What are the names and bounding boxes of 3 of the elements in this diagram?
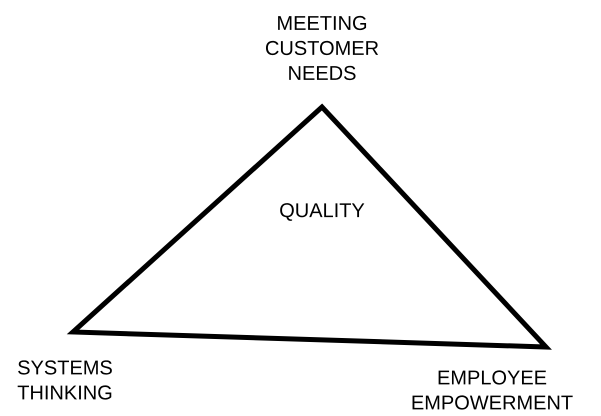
vertex-label: EMPLOYEE EMPOWERMENT [412,370,573,410]
vertex-label: MEETING CUSTOMER NEEDS [266,16,378,80]
vertex-label: SYSTEMS THINKING [18,360,112,400]
